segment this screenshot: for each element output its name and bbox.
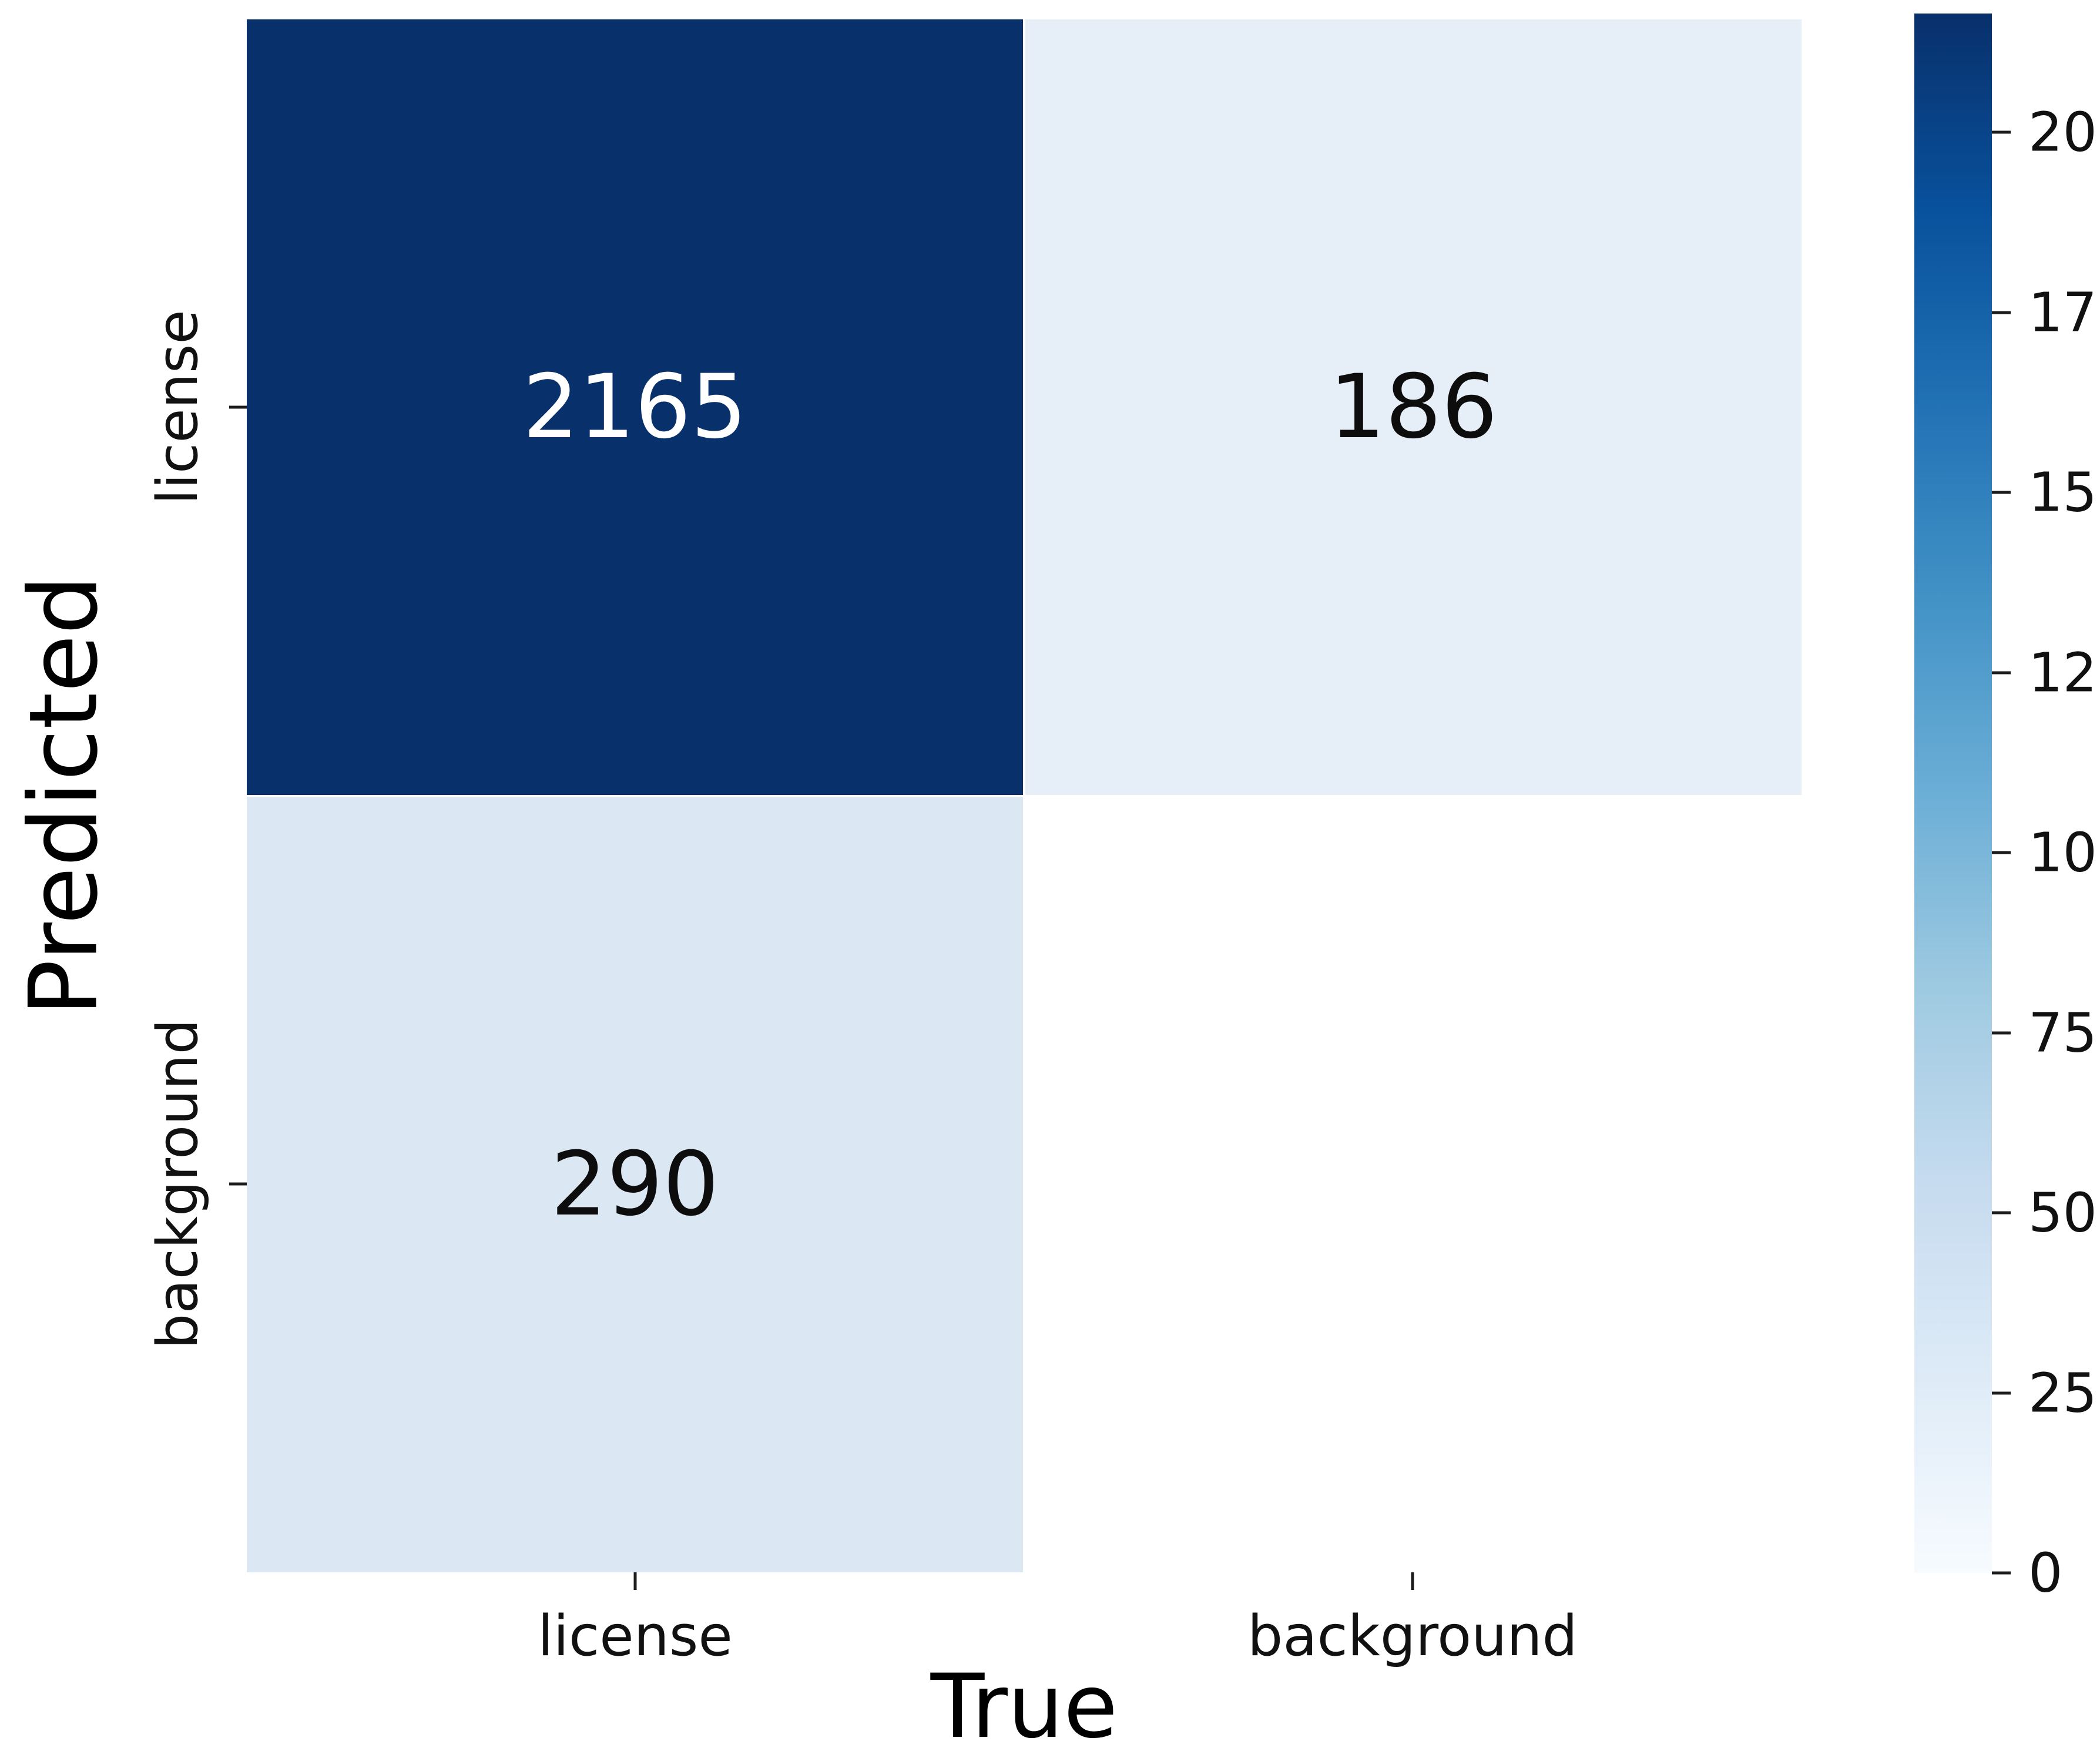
matrix-cell-pred-license-true-license: 2165 <box>247 19 1023 795</box>
colorbar-tick-mark <box>1992 1571 2011 1575</box>
y-axis-label: Predicted <box>8 575 119 1016</box>
colorbar-tick-label: 2000 <box>2028 100 2100 164</box>
colorbar-tick-mark <box>1992 311 2011 314</box>
colorbar-tick-label: 1750 <box>2028 281 2100 344</box>
colorbar-tick-mark <box>1992 1391 2011 1395</box>
y-tick-label-license: license <box>146 310 210 505</box>
colorbar-tick-label: 250 <box>2028 1361 2100 1425</box>
colorbar-tick-label: 0 <box>2028 1541 2063 1605</box>
matrix-cell-pred-background-true-license: 290 <box>247 797 1023 1572</box>
x-tick-label-license: license <box>538 1604 733 1669</box>
y-tick-mark-background <box>229 1182 247 1186</box>
cell-value: 290 <box>551 1133 719 1236</box>
colorbar-tick-mark <box>1992 491 2011 494</box>
y-tick-mark-license <box>229 405 247 409</box>
colorbar-tick-label: 1500 <box>2028 461 2100 524</box>
matrix-cell-pred-background-true-background <box>1025 797 1802 1572</box>
cell-value: 186 <box>1329 355 1498 458</box>
x-tick-mark-background <box>1411 1572 1414 1590</box>
colorbar-tick-mark <box>1992 1211 2011 1215</box>
colorbar-tick-mark <box>1992 851 2011 854</box>
x-tick-label-background: background <box>1247 1604 1578 1669</box>
colorbar-tick-mark <box>1992 671 2011 675</box>
colorbar-tick-label: 750 <box>2028 1001 2100 1065</box>
heatmap-plot-area: 2165 186 290 <box>247 19 1802 1572</box>
cell-value: 2165 <box>522 355 747 458</box>
x-axis-label: True <box>930 1656 1118 1758</box>
colorbar-tick-label: 1000 <box>2028 821 2100 884</box>
colorbar-tick-mark <box>1992 130 2011 134</box>
y-tick-label-background: background <box>146 1019 210 1349</box>
colorbar-gradient <box>1914 14 1992 1573</box>
colorbar-tick-label: 1250 <box>2028 641 2100 704</box>
x-tick-mark-license <box>633 1572 637 1590</box>
colorbar: 2000 1750 1500 1250 1000 750 500 250 <box>1914 14 2100 1605</box>
matrix-cell-pred-license-true-background: 186 <box>1025 19 1802 795</box>
colorbar-tick-label: 500 <box>2028 1181 2100 1244</box>
colorbar-tick-mark <box>1992 1031 2011 1035</box>
